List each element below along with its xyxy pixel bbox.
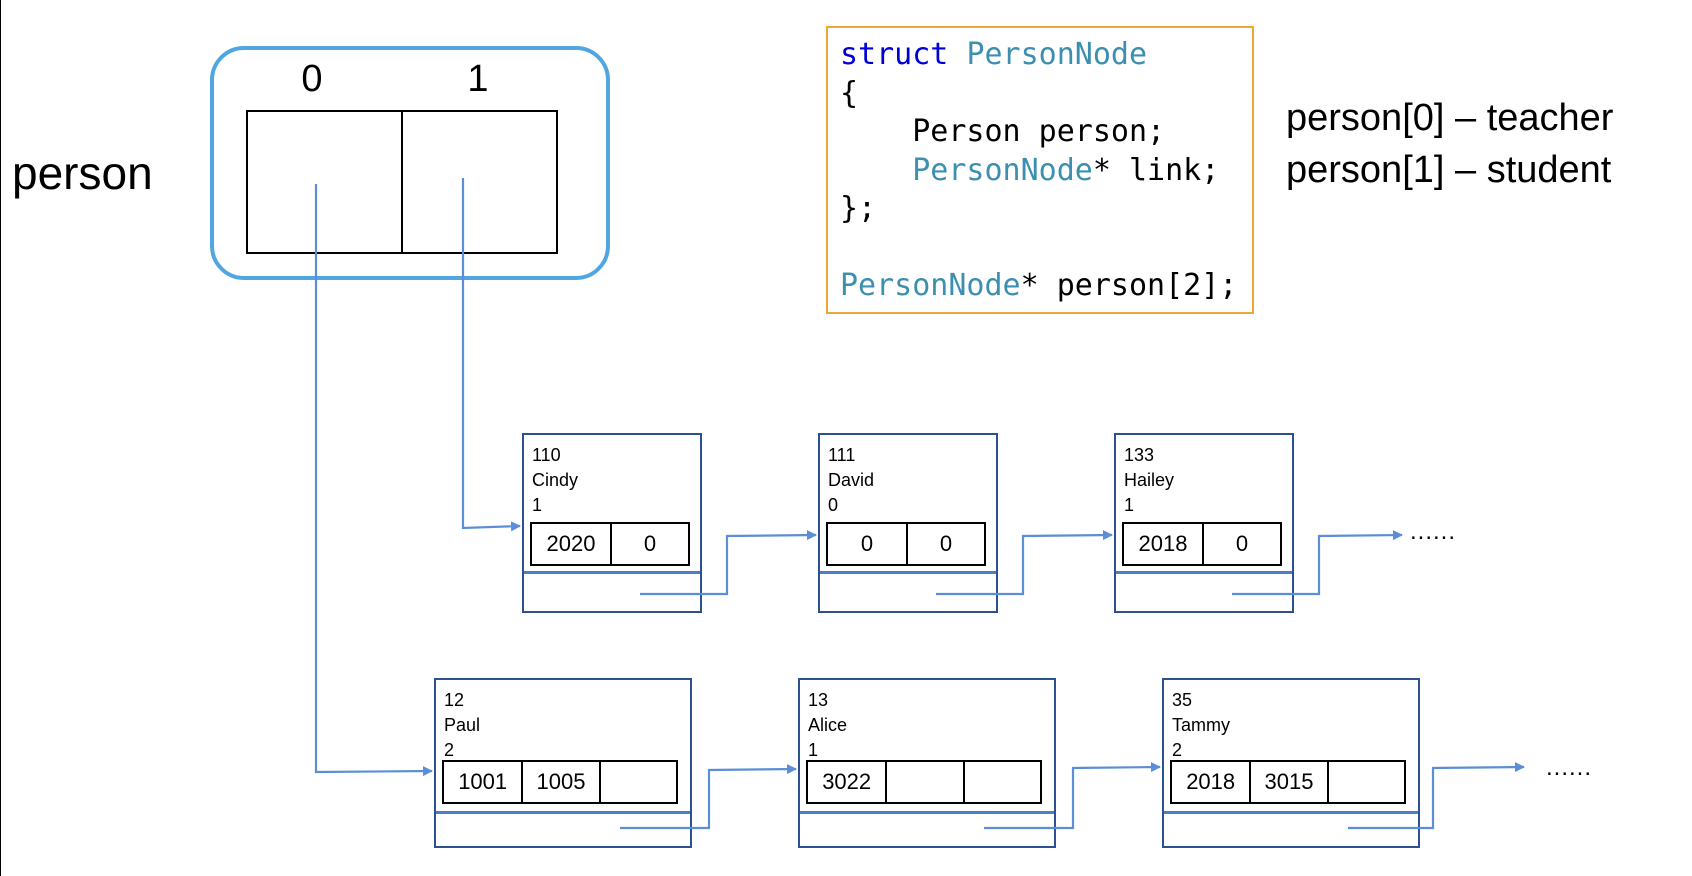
left-border-line (0, 0, 1, 876)
node-info: 13 Alice 1 (808, 688, 847, 763)
node-name: Hailey (1124, 470, 1175, 490)
node-id: 35 (1172, 690, 1193, 710)
node-name: Alice (808, 715, 848, 735)
array-index-0: 0 (301, 58, 323, 100)
array-highlight-frame (210, 46, 610, 280)
node-cell (1326, 762, 1404, 802)
node-cell: 3022 (822, 769, 872, 794)
teacher-node-alice: 13 Alice 1 3022 (798, 678, 1056, 848)
node-name: Tammy (1172, 715, 1230, 735)
pointer-array-cell-1 (401, 112, 556, 252)
array-index-1: 1 (467, 58, 489, 100)
struct-keyword: struct (840, 37, 949, 72)
node-id: 133 (1124, 445, 1155, 465)
struct-type-name: PersonNode (966, 37, 1148, 72)
node-cell: 2020 (546, 531, 596, 556)
node-name: Cindy (532, 470, 579, 490)
node-info: 35 Tammy 2 (1172, 688, 1230, 763)
node-count: 1 (808, 740, 819, 760)
node-info: 111 David 0 (828, 443, 874, 518)
link-member-decl: * link; (1092, 152, 1220, 188)
node-data-cells: 2020 0 (530, 522, 690, 566)
student-node-cindy: 110 Cindy 1 2020 0 (522, 433, 702, 613)
node-count: 0 (828, 495, 839, 515)
node-link-divider (800, 811, 1054, 814)
node-data-cells: 2018 3015 (1170, 760, 1406, 804)
node-info: 133 Hailey 1 (1124, 443, 1174, 518)
node-data-cells: 2018 0 (1122, 522, 1282, 566)
node-id: 110 (532, 445, 561, 465)
node-cell: 0 (1201, 524, 1280, 564)
node-link-divider (1164, 811, 1418, 814)
node-link-divider (1116, 571, 1292, 574)
code-line-link-member: PersonNode* link; (840, 152, 1252, 191)
teacher-node-tammy: 35 Tammy 2 2018 3015 (1162, 678, 1420, 848)
node-count: 1 (1124, 495, 1135, 515)
arrow-hailey-to-ellipsis (1232, 530, 1403, 596)
node-cell: 0 (609, 524, 688, 564)
arrow-tammy-to-ellipsis (1348, 762, 1525, 830)
code-line-close-brace: }; (840, 191, 877, 226)
node-data-cells: 0 0 (826, 522, 986, 566)
node-link-divider (524, 571, 700, 574)
arrow-cindy-to-david (640, 530, 817, 596)
node-link-divider (436, 811, 690, 814)
node-cell: 2018 (1138, 531, 1188, 556)
node-cell: 1005 (521, 762, 598, 802)
node-id: 13 (808, 690, 829, 710)
legend-teacher: person[0] – teacher (1286, 97, 1614, 139)
node-data-cells: 1001 1005 (442, 760, 678, 804)
node-cell: 1001 (458, 769, 508, 794)
node-id: 111 (828, 445, 856, 465)
code-line-open-brace: { (840, 75, 859, 111)
index-legend: person[0] – teacher person[1] – student (1286, 92, 1613, 196)
legend-student: person[1] – student (1286, 149, 1612, 191)
node-count: 2 (444, 740, 455, 760)
node-cell: 0 (905, 524, 984, 564)
student-list-ellipsis: ...... (1410, 518, 1457, 545)
node-cell: 3015 (1249, 762, 1326, 802)
node-name: Paul (444, 715, 481, 735)
arrow-index1-to-student-head (461, 178, 521, 532)
student-node-david: 111 David 0 0 0 (818, 433, 998, 613)
node-cell (962, 762, 1040, 802)
link-member-type: PersonNode (912, 152, 1093, 188)
node-id: 12 (444, 690, 465, 710)
node-link-divider (820, 571, 996, 574)
array-decl-type: PersonNode (840, 268, 1021, 303)
code-line-person-member: Person person; (840, 114, 1166, 149)
node-info: 12 Paul 2 (444, 688, 480, 763)
teacher-list-ellipsis: ...... (1546, 754, 1593, 781)
pointer-array (246, 110, 558, 254)
arrow-index0-to-teacher-head (314, 184, 433, 777)
code-line-array-decl: PersonNode* person[2]; (840, 267, 1252, 306)
student-node-hailey: 133 Hailey 1 2018 0 (1114, 433, 1294, 613)
arrow-alice-to-tammy (984, 762, 1161, 830)
code-line-struct-header: struct PersonNode (840, 36, 1252, 75)
node-cell (885, 762, 962, 802)
node-name: David (828, 470, 875, 490)
teacher-node-paul: 12 Paul 2 1001 1005 (434, 678, 692, 848)
node-cell: 0 (860, 531, 874, 556)
node-cell: 2018 (1186, 769, 1236, 794)
node-count: 1 (532, 495, 543, 515)
array-name-label: person (12, 147, 153, 199)
arrow-paul-to-alice (620, 764, 797, 830)
code-snippet: struct PersonNode { Person person; Perso… (826, 26, 1254, 314)
node-data-cells: 3022 (806, 760, 1042, 804)
array-decl-rest: * person[2]; (1020, 268, 1238, 303)
node-info: 110 Cindy 1 (532, 443, 578, 518)
node-cell (598, 762, 676, 802)
node-count: 2 (1172, 740, 1183, 760)
arrow-david-to-hailey (936, 530, 1113, 596)
